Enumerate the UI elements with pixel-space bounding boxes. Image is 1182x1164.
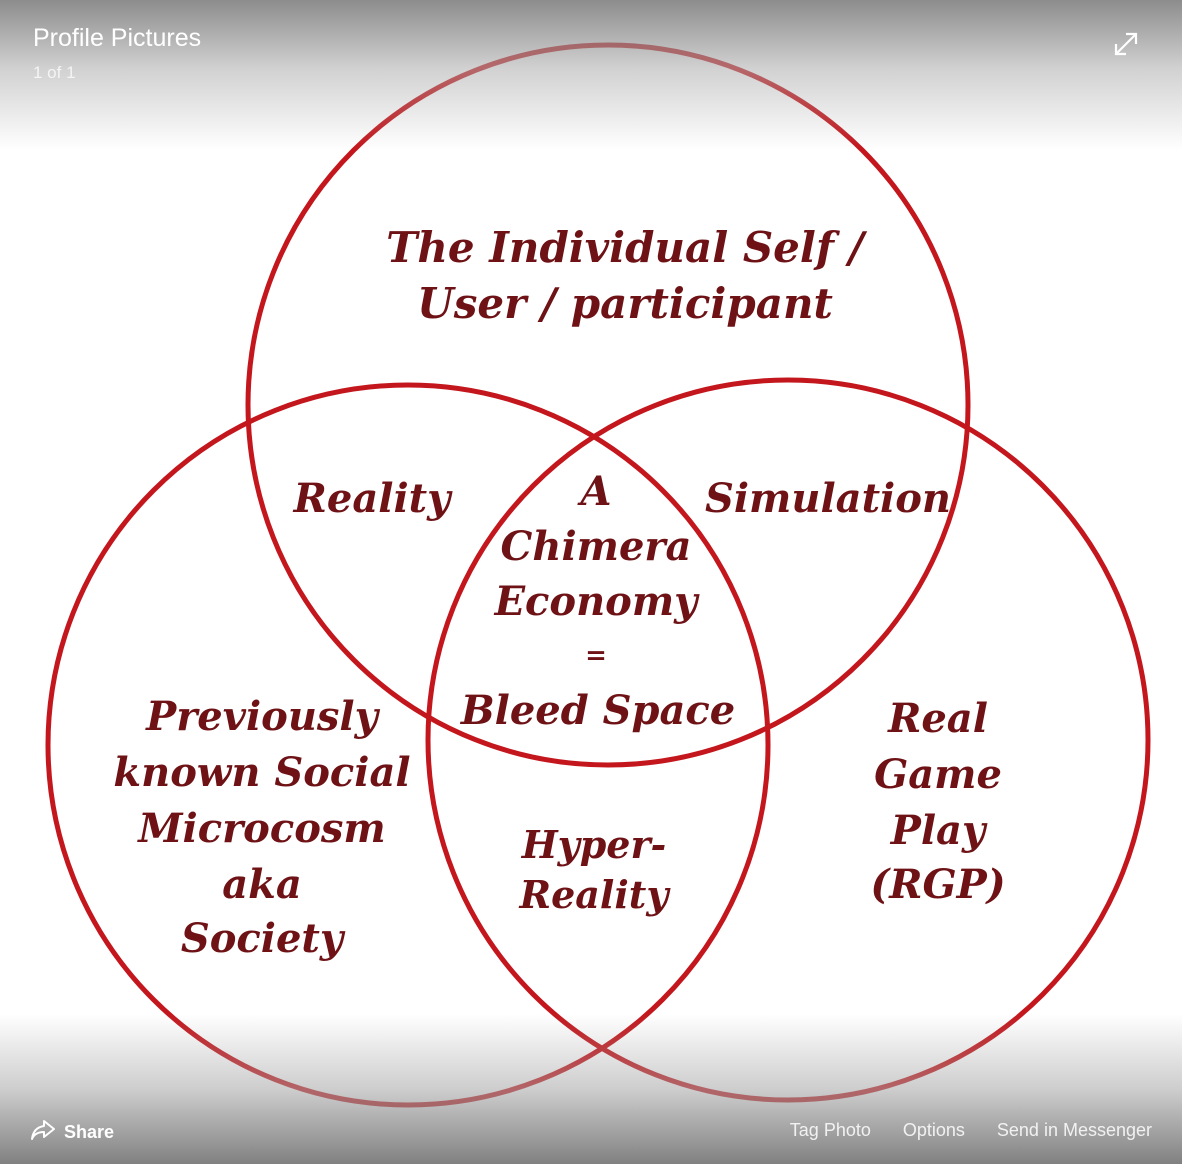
label-rgp-line3: Play (890, 807, 988, 854)
label-society-line4: aka (222, 861, 302, 908)
label-society-line3: Microcosm (136, 805, 385, 852)
tag-photo-link[interactable]: Tag Photo (789, 1120, 871, 1140)
label-center-line3: Economy (494, 578, 701, 625)
label-individual-self-line1: The Individual Self / (386, 223, 867, 272)
circle-individual-self (245, 42, 971, 768)
label-society-line1: Previously (145, 693, 381, 740)
label-hyper-reality-line2: Reality (519, 872, 672, 917)
expand-arrows-icon[interactable] (1110, 28, 1142, 60)
send-in-messenger-link[interactable]: Send in Messenger (996, 1120, 1152, 1140)
share-arrow-icon (30, 1119, 56, 1146)
label-center-line2: Chimera (501, 523, 692, 570)
share-label: Share (64, 1121, 115, 1142)
label-simulation: Simulation (705, 475, 951, 522)
label-rgp-line1: Real (887, 695, 988, 742)
share-button[interactable]: Share (30, 1118, 114, 1146)
label-rgp-line4: (RGP) (870, 861, 1005, 908)
label-society-line2: known Social (113, 749, 410, 796)
photo-counter: 1 of 1 (33, 63, 76, 82)
options-link[interactable]: Options (902, 1120, 965, 1140)
label-center-line1: A (576, 468, 611, 515)
label-individual-self-line2: User / participant (417, 279, 833, 328)
label-society-line5: Society (181, 915, 346, 962)
label-hyper-reality-line1: Hyper- (521, 822, 667, 867)
label-reality: Reality (293, 475, 453, 522)
label-rgp-line2: Game (874, 751, 1002, 798)
photo-actions: Tag Photo Options Send in Messenger (790, 1120, 1152, 1141)
album-title[interactable]: Profile Pictures (33, 24, 202, 52)
label-center-line4: = (585, 641, 607, 671)
label-center-line5: Bleed Space (460, 687, 735, 734)
